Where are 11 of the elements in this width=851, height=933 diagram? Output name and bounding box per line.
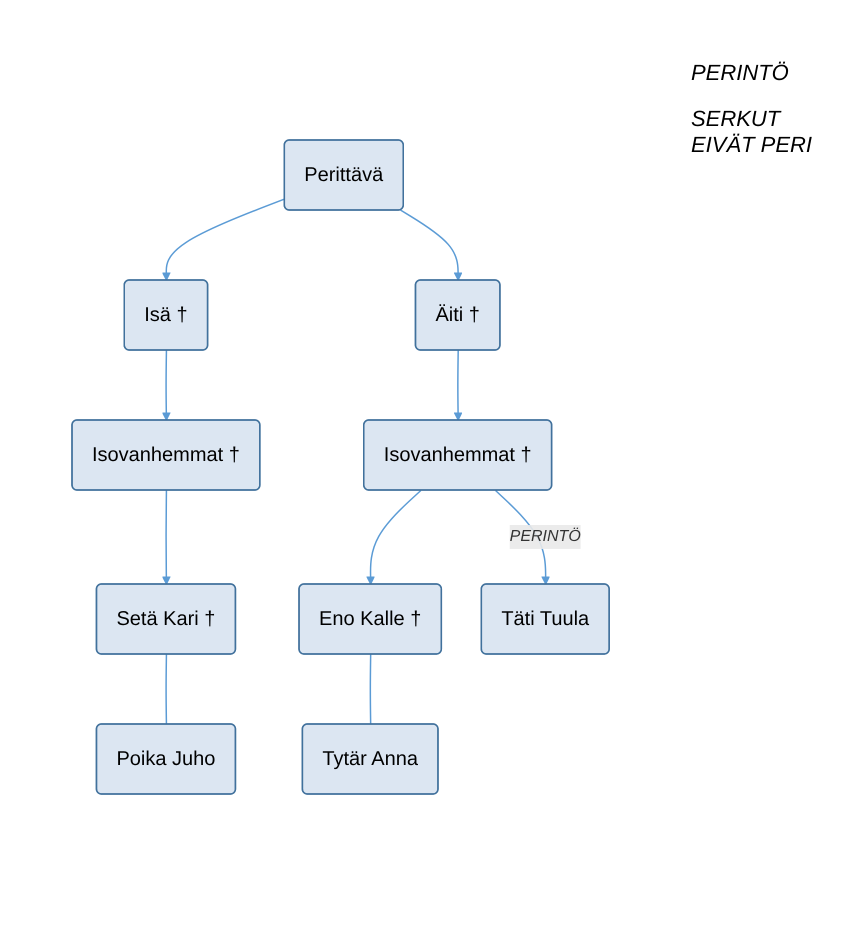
note-text: PERINTÖ	[691, 60, 790, 86]
arrow	[366, 489, 422, 584]
arrow	[400, 208, 462, 280]
arrow	[162, 350, 171, 420]
connector	[165, 654, 168, 724]
arrow	[162, 490, 171, 584]
note-text: SERKUT EIVÄT PERI	[691, 106, 814, 158]
edge-label: PERINTÖ	[510, 527, 581, 544]
arrow	[454, 350, 462, 420]
connector	[370, 654, 372, 724]
arrow	[162, 198, 285, 280]
